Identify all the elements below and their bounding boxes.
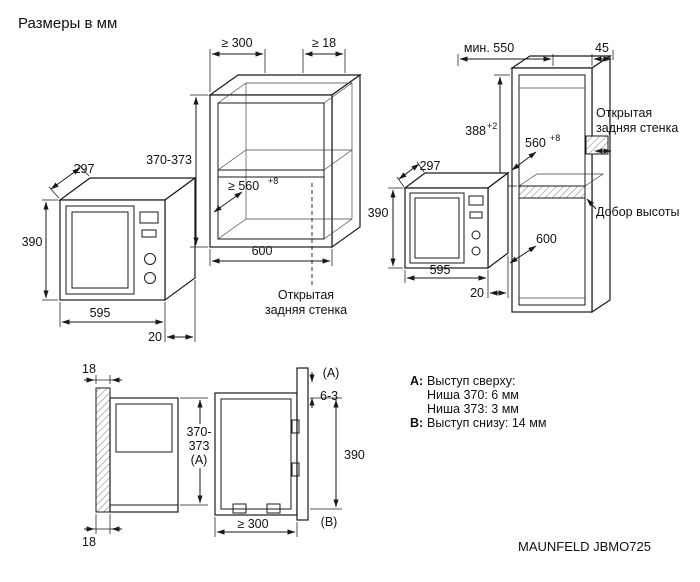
- mw-left-display: [139, 211, 159, 224]
- mw-body-outline: [214, 392, 298, 516]
- note-a-title: Выступ сверху:: [427, 374, 515, 388]
- front-flange-strip: [296, 367, 309, 521]
- note-a-row1: Ниша 370: 6 мм: [427, 388, 519, 402]
- column-niche-height-sup: +2: [487, 121, 497, 131]
- wall-bottom-thickness-label: 18: [82, 535, 96, 549]
- column-open-back-line1: Открытая: [596, 106, 652, 120]
- niche-top-depth-label: ≥ 300: [221, 36, 252, 50]
- filler-shelf-front: [518, 185, 586, 199]
- note-a-key: A:: [410, 374, 423, 388]
- mw-left-side-face: [164, 176, 196, 302]
- niche-depth-label: ≥ 560: [228, 179, 259, 193]
- wall-hatched: [95, 387, 111, 513]
- column-side-face: [591, 54, 611, 314]
- mw-right-door-window: [414, 197, 460, 259]
- column-width-label: 600: [536, 232, 557, 246]
- foot-left: [232, 503, 247, 514]
- filler-label: Добор высоты: [596, 205, 680, 219]
- tall-cabinet-drawing: мин. 550 45 388 +2 560 +8 Открытая задня…: [457, 41, 680, 314]
- mw-left-height-label: 390: [22, 235, 43, 249]
- mw-left-width-label: 595: [90, 306, 111, 320]
- side-niche-height-line1: 370-: [186, 425, 211, 439]
- mw-left-door-label: 20: [148, 330, 162, 344]
- mw-left-door: [65, 205, 135, 295]
- niche-side-gap-label: ≥ 18: [312, 36, 336, 50]
- mw-right-door: [409, 192, 465, 264]
- mw-side-profile: [115, 403, 173, 453]
- note-b-key: B:: [410, 416, 423, 430]
- niche-open-back-line2: задняя стенка: [265, 303, 347, 317]
- niche-opening: [217, 102, 325, 240]
- page-title: Размеры в мм: [18, 15, 117, 32]
- mw-left-buttons: [141, 229, 157, 238]
- niche-width-label: 600: [252, 244, 273, 258]
- label-b-bottom: (B): [321, 515, 338, 529]
- niche-front-frame: [209, 94, 333, 248]
- mount-hook-top: [291, 419, 300, 434]
- mw-right-depth-label: 297: [420, 159, 441, 173]
- label-a-top: (A): [323, 366, 340, 380]
- mw-right-width-label: 595: [430, 263, 451, 277]
- niche-depth-sup: +8: [268, 176, 278, 186]
- mw-right-height-label: 390: [368, 206, 389, 220]
- notes-block: A: Выступ сверху: Ниша 370: 6 мм Ниша 37…: [410, 374, 546, 430]
- note-b-title: Выступ снизу: 14 мм: [427, 416, 546, 430]
- mw-left-knob-top: [144, 253, 156, 265]
- niche-height-label: 370-373: [146, 153, 192, 167]
- mw-right-door-label: 20: [470, 286, 484, 300]
- mw-right-buttons: [469, 211, 483, 219]
- gap-top-label: 6-3: [320, 389, 338, 403]
- right-microwave-drawing: 297 390 595 20: [368, 159, 510, 300]
- niche-open-back-line1: Открытая: [278, 288, 334, 302]
- mw-left-door-window: [71, 211, 129, 289]
- column-rear-gap-label: 45: [595, 41, 609, 55]
- left-microwave-drawing: 390 297 595 20: [22, 162, 197, 344]
- mw-left-knob-bottom: [144, 272, 156, 284]
- column-niche-height-label: 388: [465, 124, 486, 138]
- column-min-depth-label: мин. 550: [464, 41, 514, 55]
- mw-right-side-face: [487, 171, 509, 270]
- mw-right-knob-top: [471, 230, 481, 240]
- side-niche-height-line3: (A): [191, 453, 208, 467]
- mw-left-depth-label: 297: [74, 162, 95, 176]
- wall-top-thickness-label: 18: [82, 362, 96, 376]
- mw-right-knob-bottom: [471, 246, 481, 256]
- mw-body-inner: [220, 398, 292, 510]
- mount-hook-bottom: [291, 462, 300, 477]
- side-depth-label: ≥ 300: [237, 517, 268, 531]
- column-depth-label: 560: [525, 136, 546, 150]
- foot-right: [266, 503, 281, 514]
- mw-left-front-face: [59, 199, 166, 301]
- cabinet-side-outline: [109, 397, 179, 513]
- side-view-drawing: 18 18 370- 373 (A) (A) 6-3 390: [82, 362, 365, 549]
- column-open-back-line2: задняя стенка: [596, 121, 678, 135]
- mw-right-front-face: [404, 187, 489, 269]
- model-label: MAUNFELD JBMO725: [518, 539, 651, 554]
- note-a-row2: Ниша 373: 3 мм: [427, 402, 519, 416]
- side-height-label: 390: [344, 448, 365, 462]
- side-niche-height-line2: 373: [189, 439, 210, 453]
- mw-right-display: [468, 195, 484, 206]
- column-depth-sup: +8: [550, 133, 560, 143]
- niche-cabinet-drawing: ≥ 300 ≥ 18 370-373 ≥ 560 +8 600 Открытая…: [146, 36, 362, 317]
